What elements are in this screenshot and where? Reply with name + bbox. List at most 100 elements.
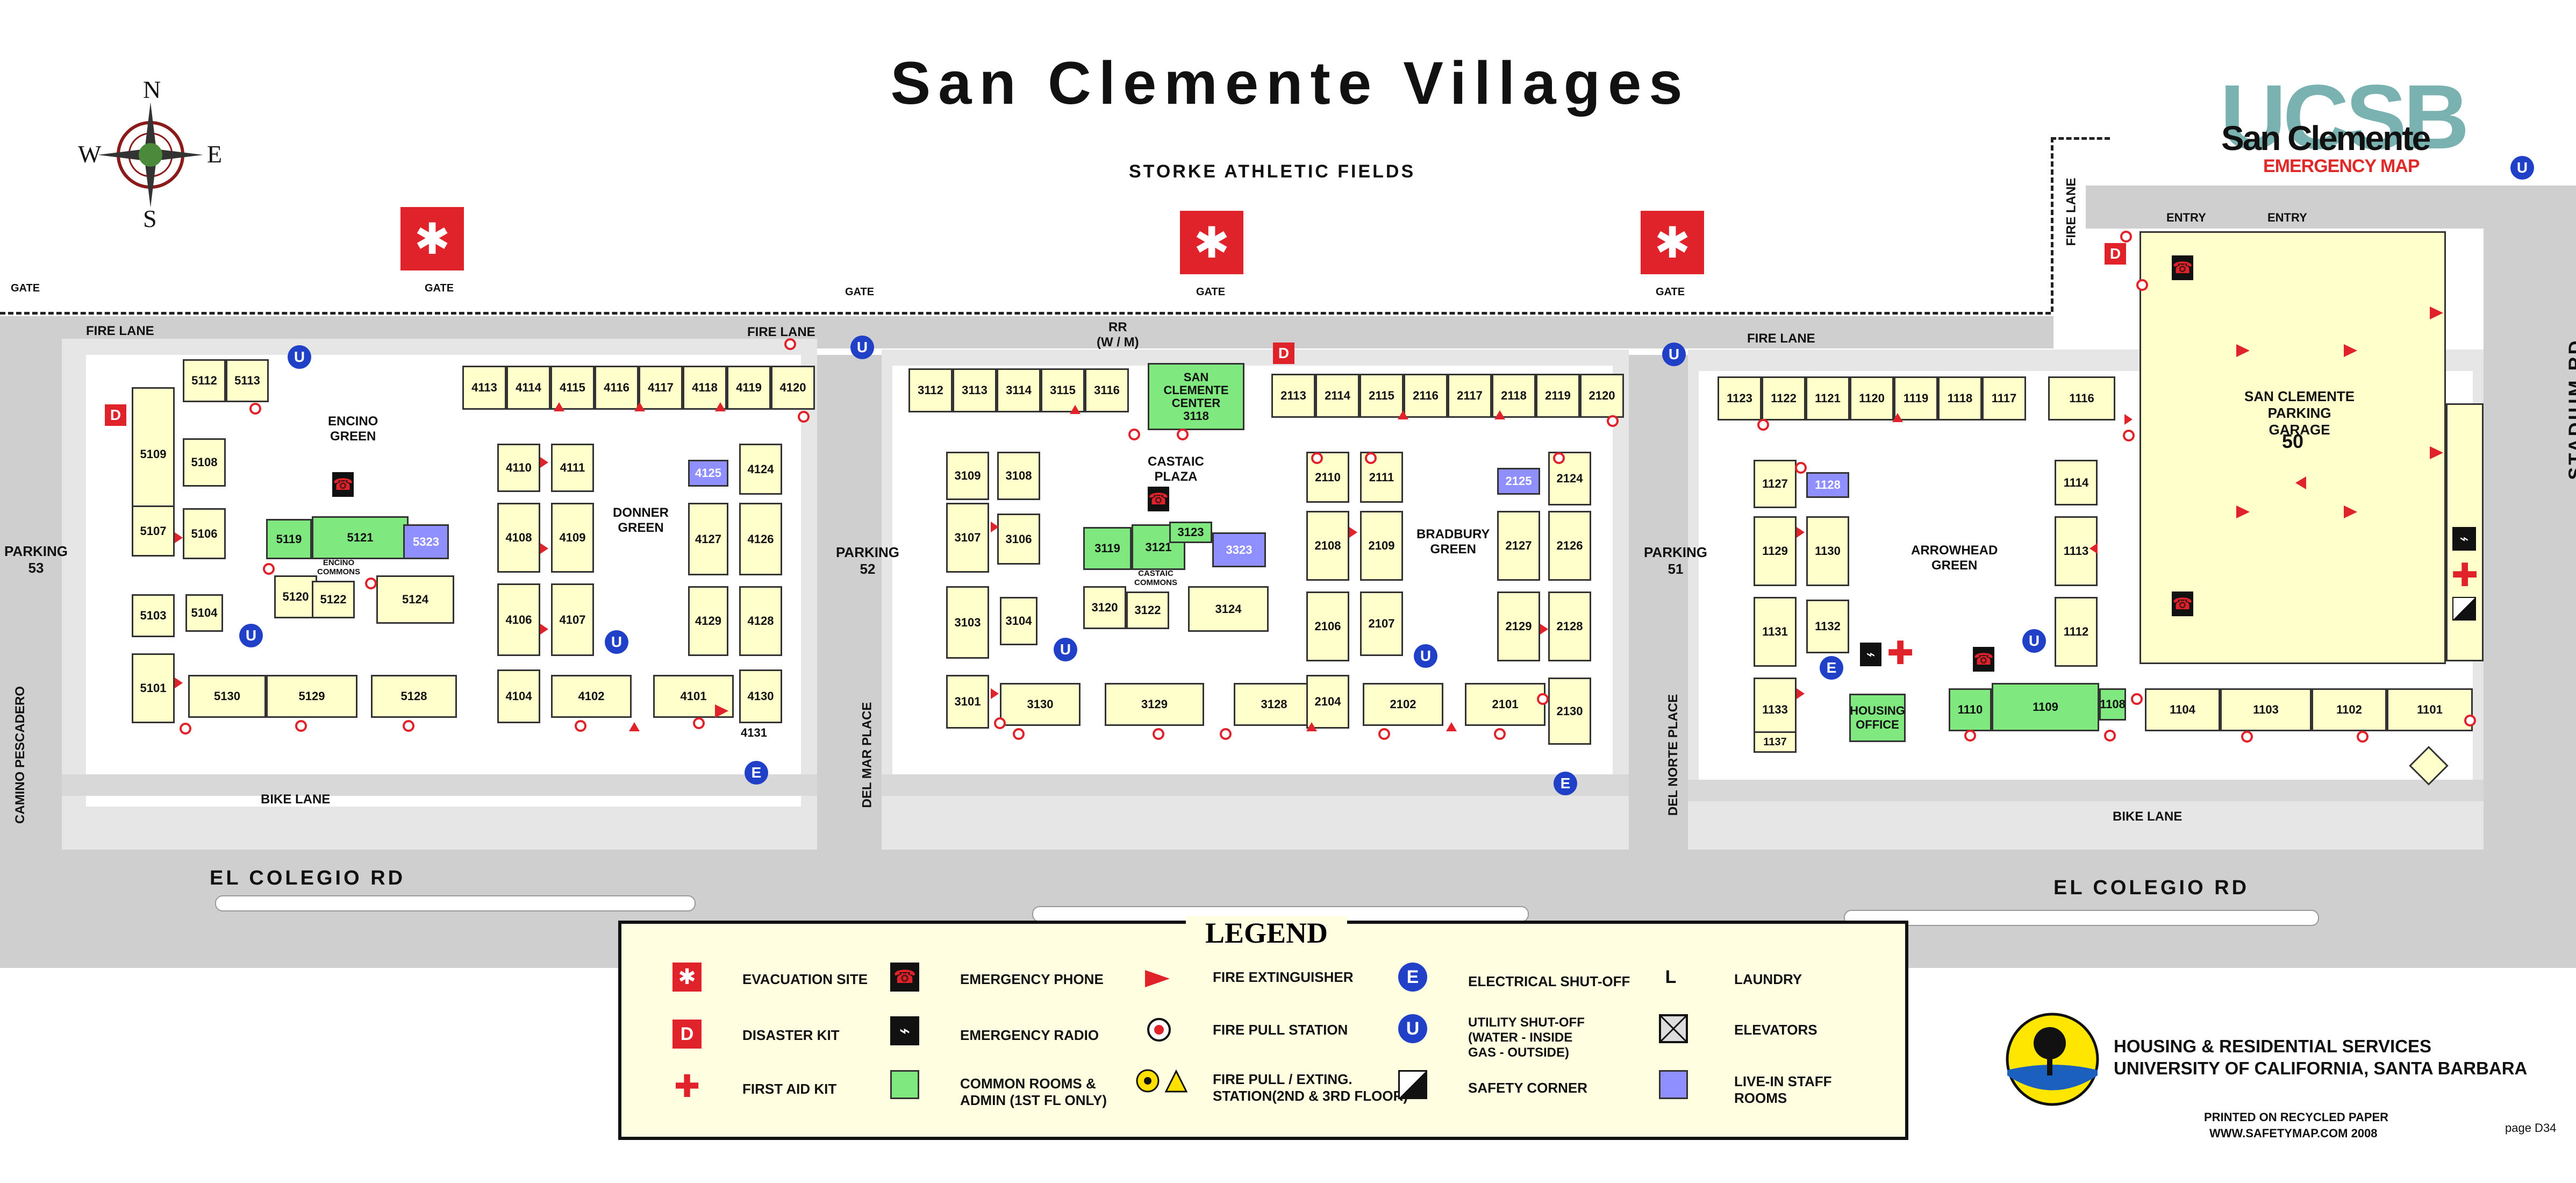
building-4104[interactable]: 4104 xyxy=(497,669,540,723)
building-5104[interactable]: 5104 xyxy=(185,594,223,632)
building-1102[interactable]: 1102 xyxy=(2312,688,2387,731)
building-3107[interactable]: 3107 xyxy=(946,503,989,573)
building-3115[interactable]: 3115 xyxy=(1041,368,1085,412)
building-1137[interactable]: 1137 xyxy=(1754,731,1797,753)
building-4109[interactable]: 4109 xyxy=(551,503,594,573)
building-4114[interactable]: 4114 xyxy=(506,366,550,410)
building-1116[interactable]: 1116 xyxy=(2048,376,2115,421)
building-1123[interactable]: 1123 xyxy=(1718,376,1762,421)
utility-shutoff-icon[interactable]: U xyxy=(2022,629,2046,653)
building-2130[interactable]: 2130 xyxy=(1548,678,1591,745)
building-3120[interactable]: 3120 xyxy=(1083,586,1126,629)
building-3128[interactable]: 3128 xyxy=(1234,683,1314,726)
building-4131[interactable]: 4131 xyxy=(741,726,767,739)
building-4106[interactable]: 4106 xyxy=(497,583,540,656)
building-5119[interactable]: 5119 xyxy=(266,519,312,559)
building-5112[interactable]: 5112 xyxy=(183,359,226,402)
building-4120[interactable]: 4120 xyxy=(771,366,815,410)
building-3101[interactable]: 3101 xyxy=(946,675,989,729)
building-3104[interactable]: 3104 xyxy=(1000,597,1037,645)
building-1120[interactable]: 1120 xyxy=(1850,376,1894,421)
building-3103[interactable]: 3103 xyxy=(946,586,989,659)
building-1114[interactable]: 1114 xyxy=(2055,460,2098,505)
building-2115[interactable]: 2115 xyxy=(1359,374,1404,418)
building-2126[interactable]: 2126 xyxy=(1548,511,1591,581)
san-clemente-center[interactable]: SAN CLEMENTE CENTER 3118 xyxy=(1148,363,1244,430)
building-1127[interactable]: 1127 xyxy=(1754,460,1797,508)
building-3109[interactable]: 3109 xyxy=(946,452,989,500)
building-3112[interactable]: 3112 xyxy=(908,368,953,412)
building-5130[interactable]: 5130 xyxy=(188,675,266,718)
building-2108[interactable]: 2108 xyxy=(1306,511,1349,581)
utility-shutoff-icon[interactable]: U xyxy=(1414,644,1437,668)
building-5108[interactable]: 5108 xyxy=(183,438,226,487)
building-4116[interactable]: 4116 xyxy=(595,366,639,410)
building-1109[interactable]: 1109 xyxy=(1992,683,2099,731)
building-1131[interactable]: 1131 xyxy=(1754,597,1797,667)
building-2119[interactable]: 2119 xyxy=(1536,374,1580,418)
electrical-shutoff-icon[interactable]: E xyxy=(745,761,768,785)
utility-shutoff-icon[interactable]: U xyxy=(850,336,874,359)
building-3108[interactable]: 3108 xyxy=(997,452,1040,500)
building-2117[interactable]: 2117 xyxy=(1448,374,1492,418)
building-5129[interactable]: 5129 xyxy=(266,675,357,718)
building-5122[interactable]: 5122 xyxy=(312,581,355,618)
emergency-phone-icon[interactable]: ☎ xyxy=(1973,647,1994,672)
building-4107[interactable]: 4107 xyxy=(551,583,594,656)
building-2101[interactable]: 2101 xyxy=(1465,683,1545,726)
building-2125[interactable]: 2125 xyxy=(1497,468,1540,495)
building-4125[interactable]: 4125 xyxy=(688,460,728,487)
disaster-kit-icon[interactable]: D xyxy=(105,404,126,426)
building-5103[interactable]: 5103 xyxy=(132,594,175,637)
emergency-phone-icon[interactable]: ☎ xyxy=(2172,255,2193,280)
utility-shutoff-icon[interactable]: U xyxy=(1662,343,1686,366)
building-1129[interactable]: 1129 xyxy=(1754,516,1797,586)
emergency-phone-icon[interactable]: ☎ xyxy=(1148,487,1169,511)
building-4128[interactable]: 4128 xyxy=(739,586,782,656)
building-3119[interactable]: 3119 xyxy=(1083,527,1132,570)
building-2107[interactable]: 2107 xyxy=(1360,592,1403,656)
electrical-shutoff-icon[interactable]: E xyxy=(1554,772,1577,795)
building-2129[interactable]: 2129 xyxy=(1497,592,1540,661)
first-aid-icon[interactable]: ✚ xyxy=(1887,635,1914,671)
building-2104[interactable]: 2104 xyxy=(1306,675,1349,729)
building-2113[interactable]: 2113 xyxy=(1271,374,1315,418)
building-2102[interactable]: 2102 xyxy=(1363,683,1443,726)
building-4124[interactable]: 4124 xyxy=(739,444,782,495)
safety-corner-icon[interactable] xyxy=(2452,597,2476,621)
building-1117[interactable]: 1117 xyxy=(1982,376,2026,421)
building-2118[interactable]: 2118 xyxy=(1492,374,1536,418)
building-3113[interactable]: 3113 xyxy=(953,368,997,412)
building-4115[interactable]: 4115 xyxy=(550,366,595,410)
building-1132[interactable]: 1132 xyxy=(1806,600,1849,653)
building-5128[interactable]: 5128 xyxy=(371,675,457,718)
building-4127[interactable]: 4127 xyxy=(688,503,728,575)
utility-shutoff-icon[interactable]: U xyxy=(288,345,311,369)
building-1119[interactable]: 1119 xyxy=(1894,376,1938,421)
building-1101[interactable]: 1101 xyxy=(2387,688,2473,731)
building-5109[interactable]: 5109 xyxy=(132,387,175,522)
electrical-shutoff-icon[interactable]: E xyxy=(1820,656,1843,680)
emergency-phone-icon[interactable]: ☎ xyxy=(332,472,354,497)
building-4113[interactable]: 4113 xyxy=(462,366,506,410)
building-2124[interactable]: 2124 xyxy=(1548,452,1591,505)
emergency-phone-icon[interactable]: ☎ xyxy=(2172,592,2193,616)
building-5124[interactable]: 5124 xyxy=(376,575,454,624)
building-4129[interactable]: 4129 xyxy=(688,586,728,656)
building-4119[interactable]: 4119 xyxy=(727,366,771,410)
utility-shutoff-icon[interactable]: U xyxy=(239,624,263,647)
building-4118[interactable]: 4118 xyxy=(683,366,727,410)
building-1104[interactable]: 1104 xyxy=(2145,688,2220,731)
building-4126[interactable]: 4126 xyxy=(739,503,782,575)
building-3116[interactable]: 3116 xyxy=(1085,368,1129,412)
building-3106[interactable]: 3106 xyxy=(997,514,1040,565)
building-2116[interactable]: 2116 xyxy=(1404,374,1448,418)
building-1112[interactable]: 1112 xyxy=(2055,597,2098,667)
emergency-radio-icon[interactable]: ⌁ xyxy=(1860,643,1881,666)
building-5113[interactable]: 5113 xyxy=(226,359,269,402)
building-3114[interactable]: 3114 xyxy=(997,368,1041,412)
building-5106[interactable]: 5106 xyxy=(183,508,226,559)
disaster-kit-icon[interactable]: D xyxy=(1273,343,1294,364)
building-1118[interactable]: 1118 xyxy=(1938,376,1982,421)
building-2120[interactable]: 2120 xyxy=(1580,374,1624,418)
